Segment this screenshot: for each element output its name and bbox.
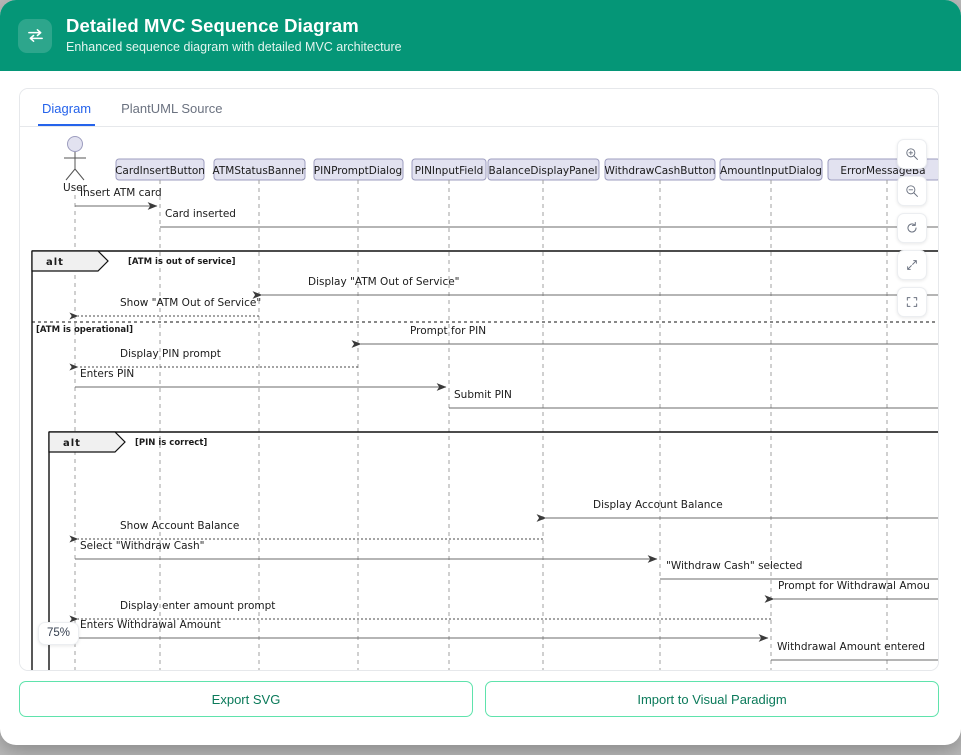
exchange-arrows-icon [18,18,52,53]
svg-text:Display PIN prompt: Display PIN prompt [120,348,221,360]
svg-text:[ATM is operational]: [ATM is operational] [36,325,133,335]
app-header: Detailed MVC Sequence Diagram Enhanced s… [0,0,961,71]
svg-text:alt: alt [63,438,81,449]
svg-text:Show Account Balance: Show Account Balance [120,520,239,532]
import-to-visual-paradigm-button[interactable]: Import to Visual Paradigm [485,681,939,717]
svg-text:Select "Withdraw Cash": Select "Withdraw Cash" [80,540,204,552]
svg-text:BalanceDisplayPanel: BalanceDisplayPanel [489,165,598,177]
message-enters-pin: Enters PIN [75,368,447,391]
message-show-atm-out-of-service: Show "ATM Out of Service" [69,297,261,320]
svg-text:User: User [63,182,88,194]
message-insert-atm-card: Insert ATM card [75,187,162,210]
svg-text:Insert ATM card: Insert ATM card [80,187,162,199]
message-enters-withdrawal-amount: Enters Withdrawal Amount [75,619,769,642]
page-subtitle: Enhanced sequence diagram with detailed … [66,40,402,54]
svg-text:Display Account Balance: Display Account Balance [593,499,723,511]
svg-text:AmountInputDialog: AmountInputDialog [720,165,822,177]
actor-user: User [63,136,88,194]
participant-PINInputField: PINInputField [411,158,487,181]
svg-text:Enters Withdrawal Amount: Enters Withdrawal Amount [80,619,221,631]
export-svg-button[interactable]: Export SVG [19,681,473,717]
tab-diagram[interactable]: Diagram [38,102,96,126]
fit-icon[interactable] [897,250,927,280]
svg-text:alt: alt [46,257,64,268]
diagram-card: Diagram PlantUML Source [19,88,939,671]
alt-fragment-1: alt [ATM is out of service] [31,250,938,670]
svg-text:Withdrawal Amount entered: Withdrawal Amount entered [777,641,925,653]
message-display-pin-prompt: Display PIN prompt [69,348,358,371]
message-display-atm-out-of-service: Display "ATM Out of Service" [252,276,938,299]
participant-ATMStatusBanner: ATMStatusBanner [212,158,306,181]
svg-text:ATMStatusBanner: ATMStatusBanner [212,165,306,177]
svg-text:Card inserted: Card inserted [165,208,236,220]
fullscreen-icon[interactable] [897,287,927,317]
page-title: Detailed MVC Sequence Diagram [66,15,359,36]
svg-text:Display enter amount prompt: Display enter amount prompt [120,600,275,612]
message-submit-pin: Submit PIN [449,389,938,409]
svg-text:[ATM is out of service]: [ATM is out of service] [128,257,236,267]
tab-bar: Diagram PlantUML Source [20,89,938,127]
participant-AmountInputDialog: AmountInputDialog [719,158,823,181]
message-show-account-balance: Show Account Balance [69,520,543,543]
message-prompt-for-pin: Prompt for PIN [351,325,938,348]
svg-text:WithdrawCashButton: WithdrawCashButton [605,165,716,177]
message-display-account-balance: Display Account Balance [536,499,938,522]
participant-CardInsertButton: CardInsertButton [115,158,205,181]
zoom-in-icon[interactable] [897,139,927,169]
svg-text:Enters PIN: Enters PIN [80,368,134,380]
sequence-diagram: User CardInsertButton ATMStatusBanner [20,127,938,670]
message-withdraw-cash-selected: "Withdraw Cash" selected [660,560,938,580]
message-select-withdraw-cash: Select "Withdraw Cash" [75,540,658,563]
alt-divider-1: [ATM is operational] [32,321,938,335]
participant-PINPromptDialog: PINPromptDialog [313,158,404,181]
message-display-enter-amount-prompt: Display enter amount prompt [69,600,771,623]
zoom-level-badge: 75% [38,622,80,645]
svg-text:"Withdraw Cash" selected: "Withdraw Cash" selected [666,560,802,572]
svg-text:PINInputField: PINInputField [415,165,484,177]
svg-text:Display "ATM Out of Service": Display "ATM Out of Service" [308,276,460,288]
svg-text:Submit PIN: Submit PIN [454,389,512,401]
action-bar: Export SVG Import to Visual Paradigm [19,681,939,717]
message-withdrawal-amount-entered: Withdrawal Amount entered [771,641,938,661]
svg-text:Prompt for PIN: Prompt for PIN [410,325,486,337]
message-prompt-for-withdrawal-amount: Prompt for Withdrawal Amou [764,580,938,603]
message-card-inserted: Card inserted [160,208,938,228]
participant-BalanceDisplayPanel: BalanceDisplayPanel [487,158,600,181]
zoom-out-icon[interactable] [897,176,927,206]
reset-icon[interactable] [897,213,927,243]
tab-plantuml-source[interactable]: PlantUML Source [121,101,223,116]
svg-text:[PIN is correct]: [PIN is correct] [135,438,207,448]
svg-text:Show "ATM Out of Service": Show "ATM Out of Service" [120,297,261,309]
svg-text:PINPromptDialog: PINPromptDialog [314,165,402,177]
svg-text:CardInsertButton: CardInsertButton [115,165,205,177]
participant-WithdrawCashButton: WithdrawCashButton [604,158,716,181]
diagram-viewport[interactable]: 75% User [20,127,938,670]
svg-text:Prompt for Withdrawal Amou: Prompt for Withdrawal Amou [778,580,930,592]
diagram-toolbar [897,139,927,317]
